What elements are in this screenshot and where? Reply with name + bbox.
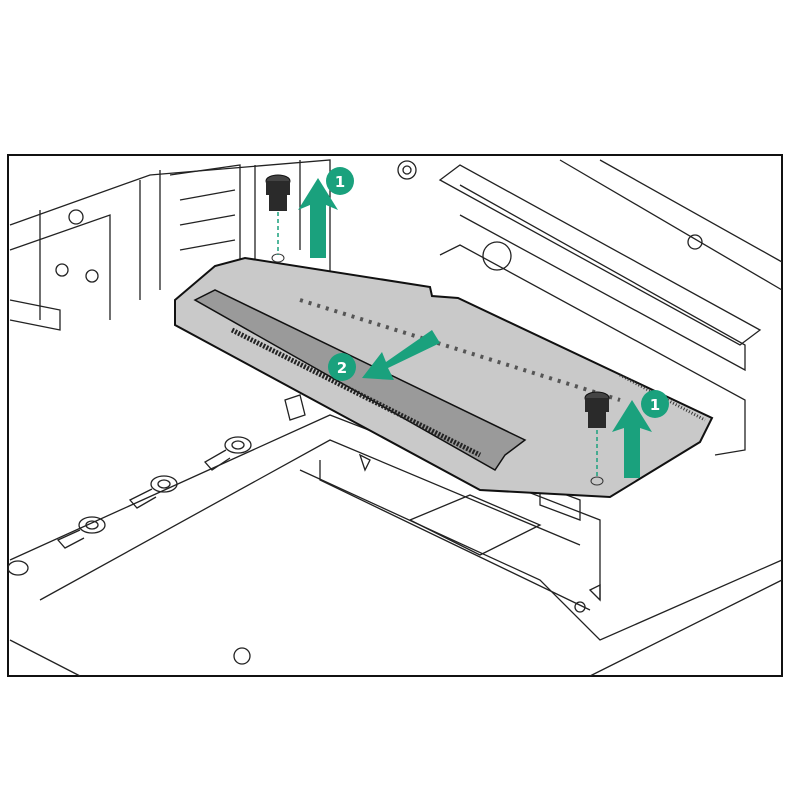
screw[interactable] <box>265 174 291 255</box>
step-badge: 2 <box>328 353 356 381</box>
step-number: 1 <box>335 173 345 191</box>
step-2-arrow-down-left-icon <box>362 330 440 380</box>
board-components <box>299 298 621 402</box>
step-number: 2 <box>337 359 347 377</box>
screw-hole <box>590 476 604 486</box>
riser-board[interactable] <box>174 253 714 499</box>
step-number: 1 <box>650 396 660 414</box>
step-1-arrow-up-icon <box>298 178 338 258</box>
pcie-connector-slot <box>193 289 527 471</box>
riser-board-pcb <box>174 256 714 499</box>
step-badge: 1 <box>641 390 669 418</box>
step-badge: 1 <box>326 167 354 195</box>
connector-pins <box>230 327 482 458</box>
step-1b-arrow-up-icon <box>612 400 652 478</box>
screw[interactable] <box>584 391 610 478</box>
